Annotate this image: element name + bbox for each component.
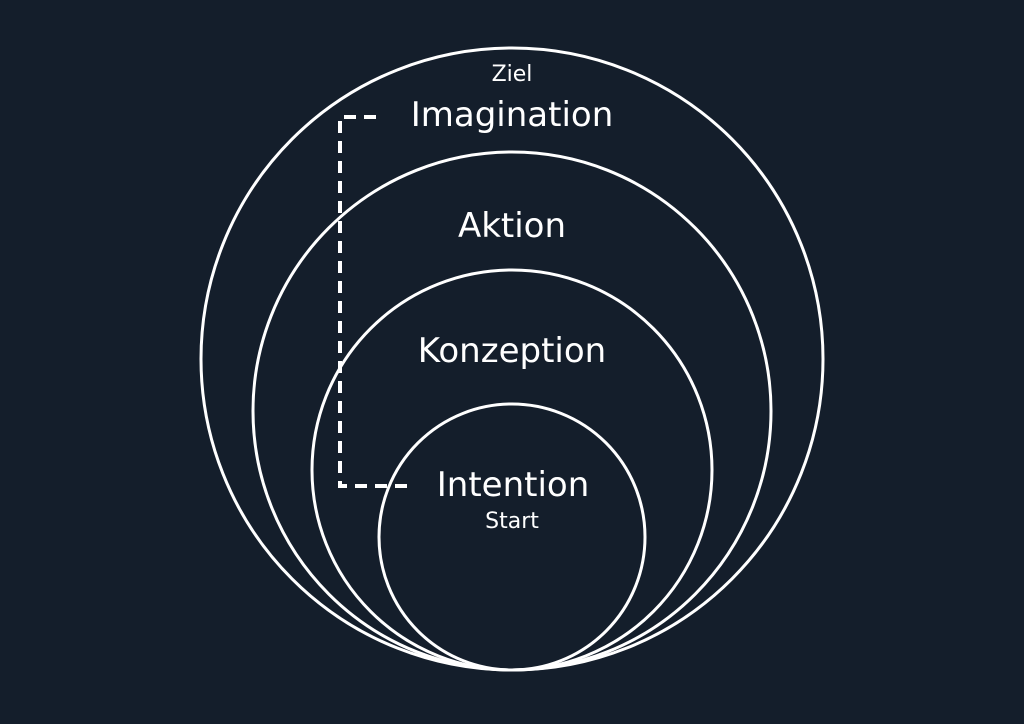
- circle-intention: [377, 402, 647, 672]
- intention-label: Intention: [436, 465, 590, 505]
- imagination-label: Imagination: [410, 95, 614, 135]
- action-label: Aktion: [457, 206, 567, 246]
- conception-label: Konzeption: [417, 331, 607, 371]
- start-label: Start: [485, 509, 539, 534]
- dashed-connector: [338, 115, 409, 488]
- goal-label: Ziel: [491, 62, 533, 87]
